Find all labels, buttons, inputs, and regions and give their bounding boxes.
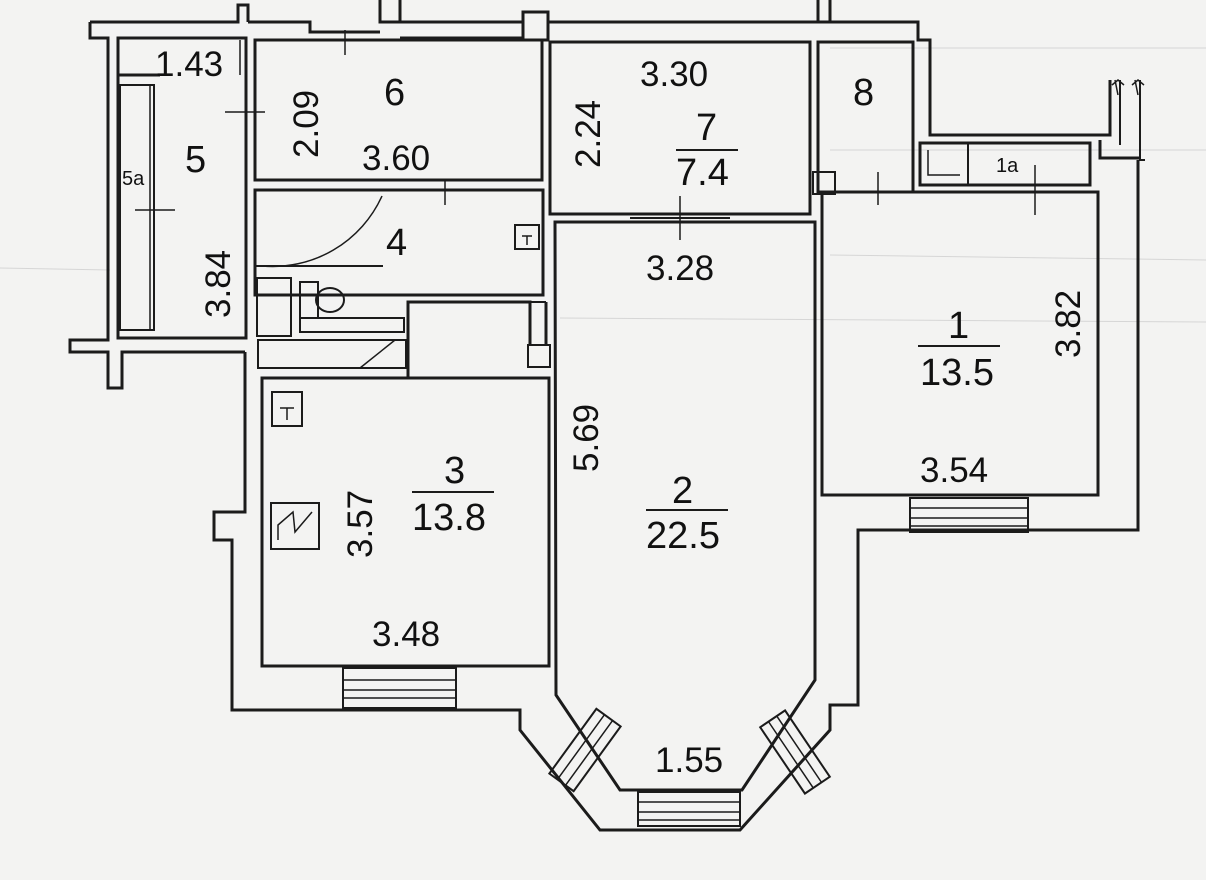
room-2-number: 2 bbox=[672, 470, 693, 512]
room-1-number: 1 bbox=[948, 305, 969, 347]
room-3-number: 3 bbox=[444, 450, 465, 492]
room-4-number: 4 bbox=[386, 222, 407, 264]
room-1-walls bbox=[820, 172, 1100, 533]
room-labels: 5 5a 6 4 7 7.4 8 1a 1 13.5 3 13.8 2 22.5 bbox=[122, 72, 1019, 557]
dimension-2-09: 2.09 bbox=[287, 90, 326, 158]
room-5a-number: 5a bbox=[122, 168, 145, 190]
room-5-walls bbox=[116, 36, 265, 340]
dimension-3-60: 3.60 bbox=[362, 139, 430, 178]
dimension-3-84: 3.84 bbox=[199, 250, 238, 318]
room-8-number: 8 bbox=[853, 72, 874, 114]
room-4-walls bbox=[253, 180, 545, 369]
dimension-3-30: 3.30 bbox=[640, 55, 708, 94]
room-3-walls bbox=[260, 376, 551, 709]
room-1-area: 13.5 bbox=[920, 352, 994, 394]
dimension-3-57: 3.57 bbox=[341, 490, 380, 558]
dimension-3-82: 3.82 bbox=[1049, 290, 1088, 358]
dimension-3-48: 3.48 bbox=[372, 615, 440, 654]
dimension-2-24: 2.24 bbox=[569, 100, 608, 168]
room-8-walls bbox=[812, 40, 915, 195]
outer-walls bbox=[68, 0, 1145, 832]
room-1a-number: 1a bbox=[996, 155, 1019, 177]
dimension-labels: 1.43 3.60 3.30 3.28 3.54 3.48 1.55 2.09 … bbox=[155, 45, 1088, 780]
dimension-5-69: 5.69 bbox=[567, 404, 606, 472]
dimension-3-54: 3.54 bbox=[920, 451, 988, 490]
room-7-number: 7 bbox=[696, 107, 717, 149]
corridor-walls bbox=[406, 300, 551, 378]
room-6-walls bbox=[253, 30, 544, 182]
room-3-area: 13.8 bbox=[412, 497, 486, 539]
dimension-1-55: 1.55 bbox=[655, 741, 723, 780]
room-1a-walls bbox=[918, 141, 1092, 215]
dimension-3-28: 3.28 bbox=[646, 249, 714, 288]
room-6-number: 6 bbox=[384, 72, 405, 114]
room-5-number: 5 bbox=[185, 139, 206, 181]
room-2-walls bbox=[547, 196, 832, 827]
room-2-area: 22.5 bbox=[646, 515, 720, 557]
room-7-area: 7.4 bbox=[676, 152, 729, 194]
dimension-1-43: 1.43 bbox=[155, 45, 223, 84]
